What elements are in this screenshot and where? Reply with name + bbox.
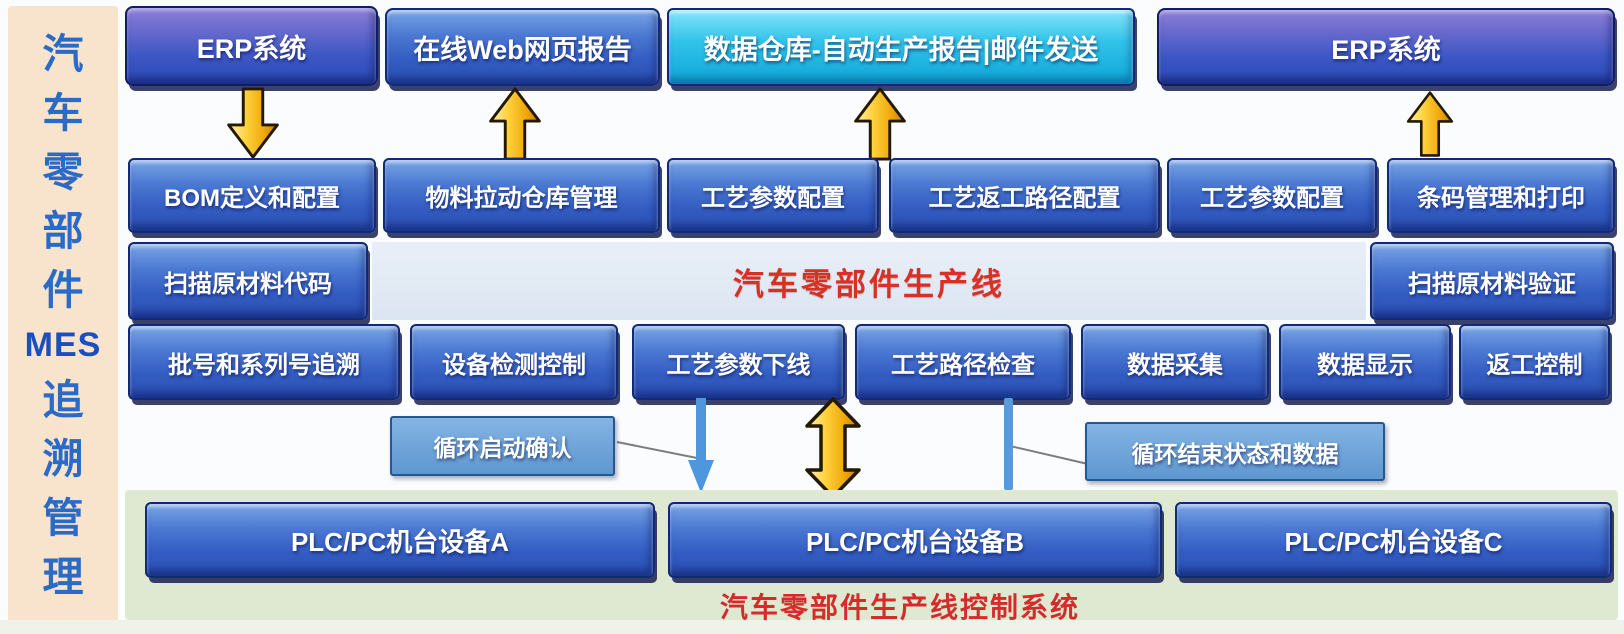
production-line-band: 汽车零部件生产线 xyxy=(372,242,1366,320)
bottom-caption: 汽车零部件生产线控制系统 xyxy=(719,592,1080,623)
blue-connector-line xyxy=(1004,398,1013,490)
box-barcode-manage-print: 条码管理和打印 xyxy=(1387,158,1615,233)
box-process-param-download: 工艺参数下线 xyxy=(632,324,845,400)
box-process-param-config-right: 工艺参数配置 xyxy=(1167,158,1377,233)
title-char: 追 xyxy=(42,377,84,424)
bottom-strip xyxy=(0,620,1624,634)
arrow-up-icon xyxy=(854,87,906,161)
arrow-up-icon xyxy=(1406,91,1454,157)
box-bom-config: BOM定义和配置 xyxy=(128,158,376,233)
blue-down-arrow-icon xyxy=(688,398,714,493)
box-web-report: 在线Web网页报告 xyxy=(385,8,660,86)
box-data-collection: 数据采集 xyxy=(1081,324,1269,400)
vertical-title-panel: 汽 车 零 部 件 MES 追 溯 管 理 xyxy=(8,6,118,626)
box-erp-left: ERP系统 xyxy=(125,6,378,86)
box-loop-end-status-data: 循环结束状态和数据 xyxy=(1085,422,1385,481)
box-rework-path-config: 工艺返工路径配置 xyxy=(889,158,1160,233)
box-plc-device-b: PLC/PC机台设备B xyxy=(668,502,1162,578)
box-lot-serial-trace: 批号和系列号追溯 xyxy=(128,324,400,400)
title-char: 理 xyxy=(42,553,84,600)
box-data-display: 数据显示 xyxy=(1279,324,1451,400)
box-scan-raw-material-code: 扫描原材料代码 xyxy=(128,242,368,320)
title-char: 车 xyxy=(42,89,84,136)
box-equipment-inspection-control: 设备检测控制 xyxy=(410,324,618,400)
box-erp-right: ERP系统 xyxy=(1157,8,1615,86)
title-char: 汽 xyxy=(42,31,84,77)
title-char: 部 xyxy=(42,207,84,254)
title-char: 溯 xyxy=(42,436,84,483)
title-mes: MES xyxy=(24,326,102,365)
arrow-down-icon xyxy=(227,87,279,159)
title-char: 零 xyxy=(42,148,84,195)
box-data-warehouse-report: 数据仓库-自动生产报告|邮件发送 xyxy=(667,8,1135,86)
box-plc-device-c: PLC/PC机台设备C xyxy=(1175,502,1612,578)
box-plc-device-a: PLC/PC机台设备A xyxy=(145,502,655,578)
connector-lines xyxy=(616,441,1089,465)
box-loop-start-confirm: 循环启动确认 xyxy=(390,416,615,476)
box-process-param-config-left: 工艺参数配置 xyxy=(667,158,879,233)
box-material-pull-warehouse: 物料拉动仓库管理 xyxy=(383,158,660,233)
box-process-path-check: 工艺路径检查 xyxy=(855,324,1071,400)
arrow-up-icon xyxy=(489,87,541,161)
box-scan-raw-material-verify: 扫描原材料验证 xyxy=(1370,242,1614,320)
title-char: 管 xyxy=(42,495,84,541)
title-char: 件 xyxy=(42,266,84,313)
double-arrow-icon xyxy=(805,397,861,499)
box-rework-control: 返工控制 xyxy=(1459,324,1610,400)
